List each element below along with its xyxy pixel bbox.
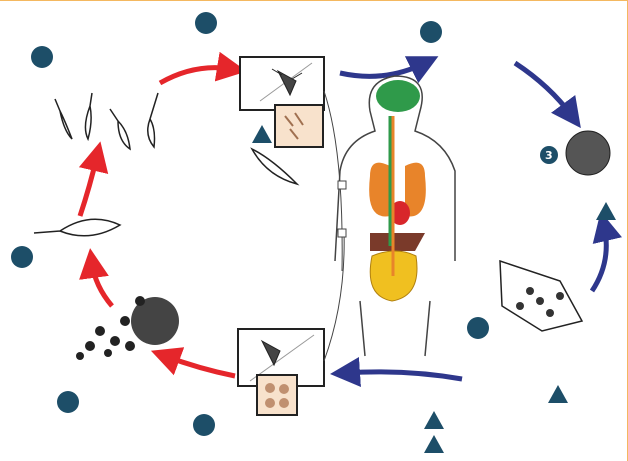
amastigote-cluster <box>76 296 179 360</box>
macrophage-infected <box>499 130 611 332</box>
step-marker <box>467 317 489 339</box>
human-cycle-arrows <box>330 56 622 387</box>
arrow-up-division <box>79 248 114 308</box>
step-marker <box>195 12 217 34</box>
triangle-marker <box>252 125 272 143</box>
triangle-marker <box>424 411 444 429</box>
sandfly-icon <box>271 68 303 97</box>
step-markers <box>11 12 616 453</box>
sandfly-icon <box>260 339 281 367</box>
sandfly-bite-panel-bottom <box>237 328 325 416</box>
human-body-figure <box>323 75 456 362</box>
step-marker-3 <box>540 146 558 164</box>
step-marker <box>193 414 215 436</box>
triangle-marker <box>424 435 444 453</box>
arrow-macrophage-up <box>589 211 622 293</box>
step-marker <box>57 391 79 413</box>
step-marker <box>11 246 33 268</box>
heart <box>390 201 410 225</box>
arrow-to-macrophage <box>513 60 581 129</box>
lungs <box>369 162 426 217</box>
sandfly-bite-panel-top <box>239 56 325 148</box>
promastigote-cluster <box>33 92 300 237</box>
arrow-up-promastigote <box>77 141 109 217</box>
sandfly-cycle-arrows <box>77 51 247 379</box>
triangle-marker <box>548 385 568 403</box>
step-marker <box>31 46 53 68</box>
arrow-to-amastigotes <box>150 347 236 379</box>
arrow-to-sandfly-meal <box>330 357 463 387</box>
step-marker <box>420 21 442 43</box>
liver <box>370 233 425 251</box>
step-label-3: 3 <box>545 149 553 162</box>
brain <box>376 80 420 112</box>
arrow-to-sandfly <box>158 51 247 86</box>
triangle-marker <box>596 202 616 220</box>
arrow-bite-to-human <box>339 56 439 84</box>
